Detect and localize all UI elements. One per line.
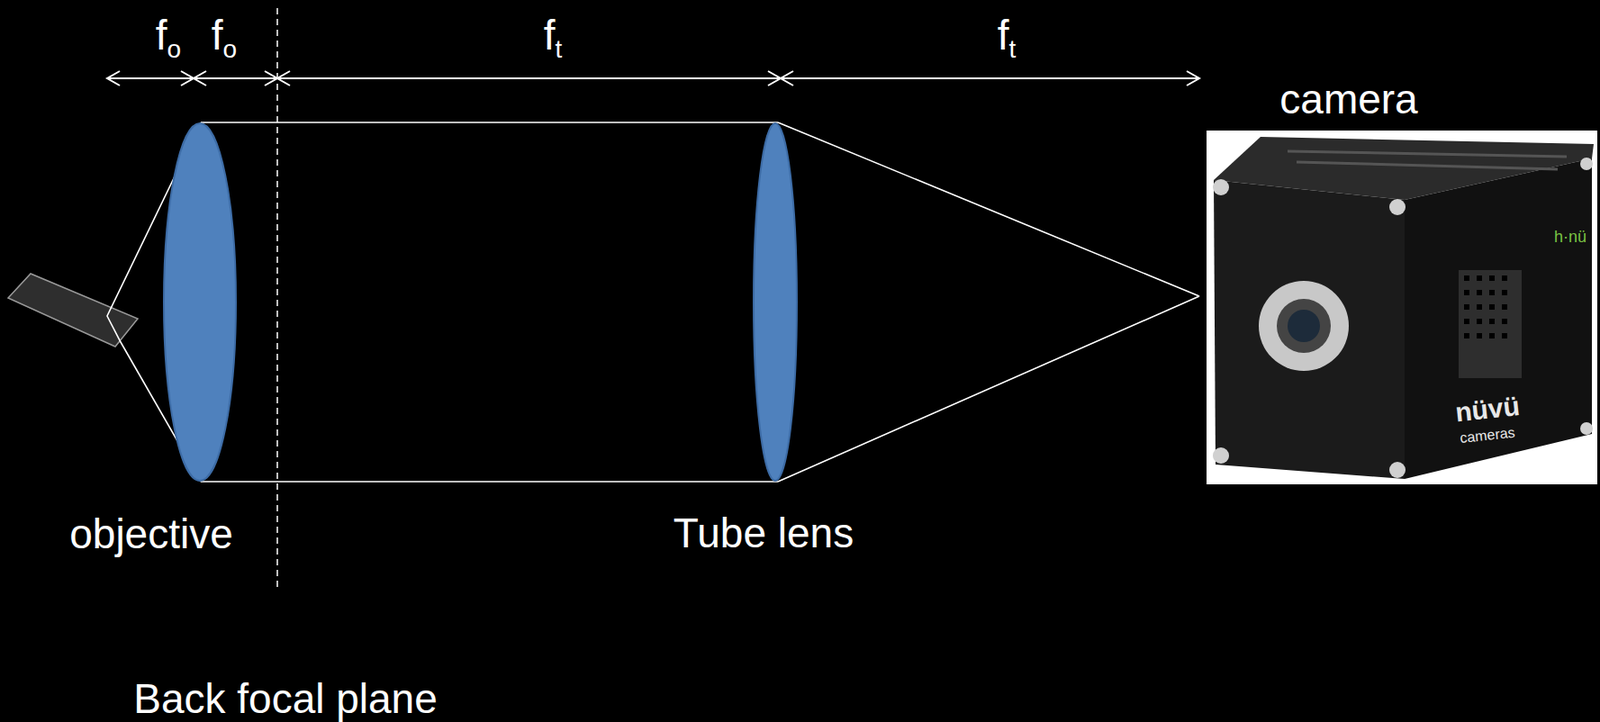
logo-text: h·nü (1554, 227, 1587, 247)
plane-label: Back focal plane (133, 675, 438, 722)
focal-length-label: ft (997, 11, 1017, 64)
focal-length-label: ft (543, 11, 563, 64)
dimension-arrows (107, 71, 1200, 86)
light-rays (107, 122, 1200, 482)
lens-ellipse (753, 123, 797, 481)
part-name: camera (1279, 75, 1418, 124)
lens-shape (162, 122, 237, 482)
objective-lens: objective (162, 122, 237, 482)
camera-box: camera (1206, 130, 1598, 485)
focal-length-label: fo (155, 11, 181, 64)
lens-shape (752, 122, 798, 482)
back-focal-plane-line (276, 8, 279, 592)
lens-ellipse (163, 123, 236, 481)
tube-lens: Tube lens (752, 122, 798, 482)
camera-picture (1206, 130, 1598, 485)
part-name: Tube lens (673, 509, 854, 558)
part-name: objective (69, 510, 234, 559)
specimen-slide (8, 273, 138, 347)
focal-length-label: fo (211, 11, 237, 64)
